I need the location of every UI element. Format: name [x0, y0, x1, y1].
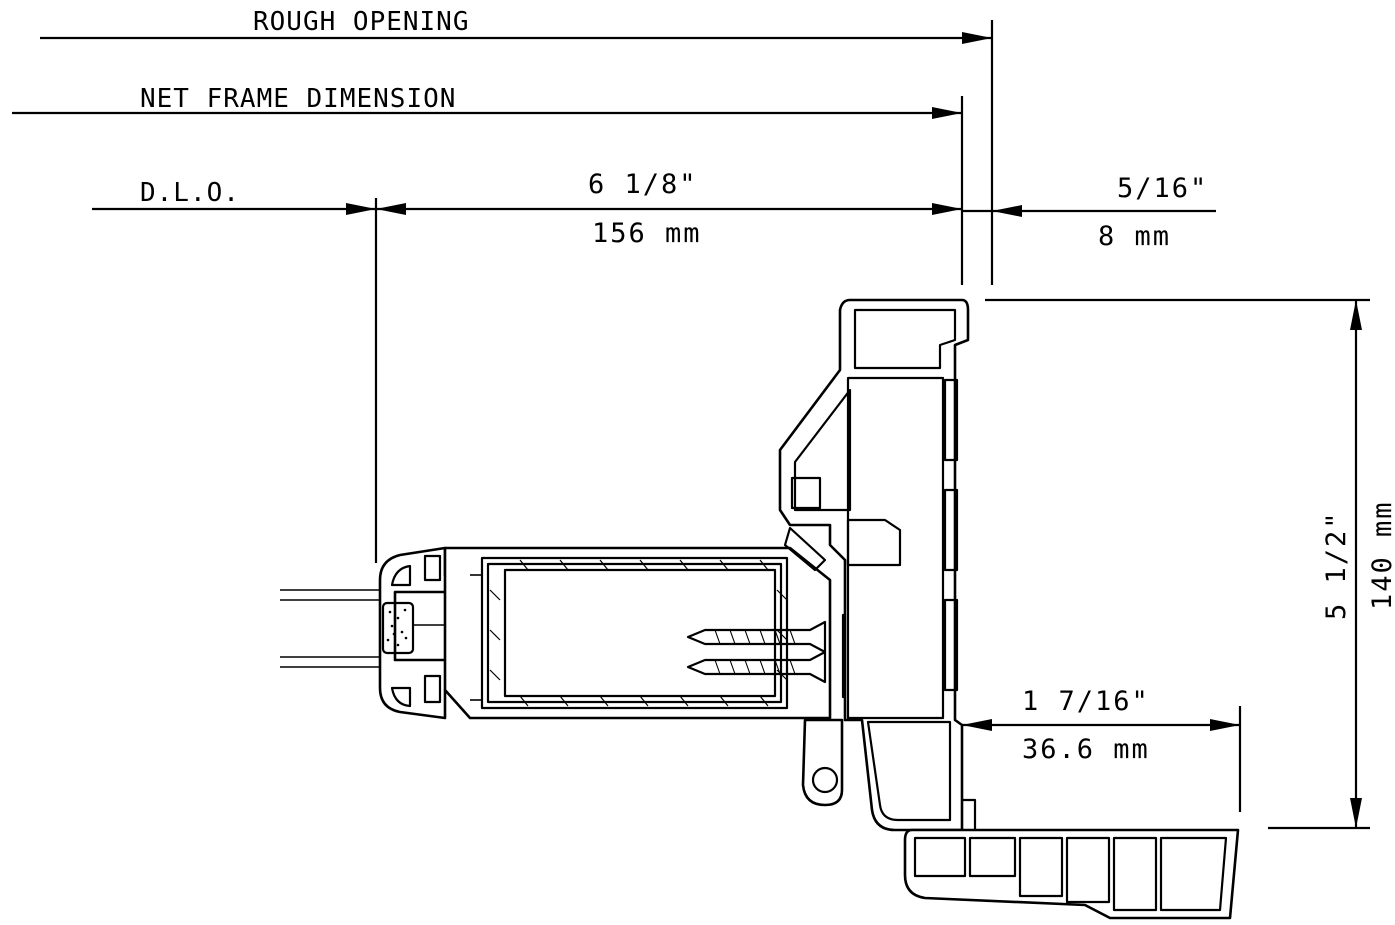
- frame-hook: [801, 718, 844, 807]
- net-frame-dimension-label: NET FRAME DIMENSION: [140, 84, 456, 114]
- frame-chamber: [443, 546, 832, 720]
- frame-depth-dimension: 5 1/2" 140 mm: [985, 298, 1395, 830]
- dlo-to-frame-mm: 156 mm: [592, 218, 702, 249]
- frame-depth-inches: 5 1/2": [1321, 510, 1352, 620]
- sill-projection-mm: 36.6 mm: [1022, 734, 1150, 765]
- outer-frame-profile: [778, 298, 970, 832]
- dlo-dimension: D.L.O.: [92, 178, 378, 563]
- rough-opening-label: ROUGH OPENING: [253, 7, 470, 37]
- desiccant-dots: [386, 608, 408, 647]
- reinforcement-hatching: [489, 559, 788, 707]
- net-frame-dimension: NET FRAME DIMENSION: [12, 84, 964, 285]
- glass-panes: [280, 589, 395, 668]
- frame-to-opening-dimension: 5/16" 8 mm: [962, 173, 1216, 252]
- frame-to-opening-mm: 8 mm: [1098, 221, 1171, 252]
- spacer: [381, 601, 415, 655]
- sill-extension: [903, 798, 1240, 920]
- rough-opening-dimension: ROUGH OPENING: [40, 7, 994, 285]
- frame-to-opening-inches: 5/16": [1117, 173, 1208, 204]
- frame-depth-mm: 140 mm: [1367, 500, 1395, 610]
- sill-projection-inches: 1 7/16": [1022, 686, 1150, 717]
- dlo-to-frame-inches: 6 1/8": [588, 169, 698, 200]
- dlo-label: D.L.O.: [140, 178, 240, 208]
- sill-projection-dimension: 1 7/16" 36.6 mm: [962, 686, 1242, 812]
- dlo-to-frame-dimension: 6 1/8" 156 mm: [376, 169, 962, 249]
